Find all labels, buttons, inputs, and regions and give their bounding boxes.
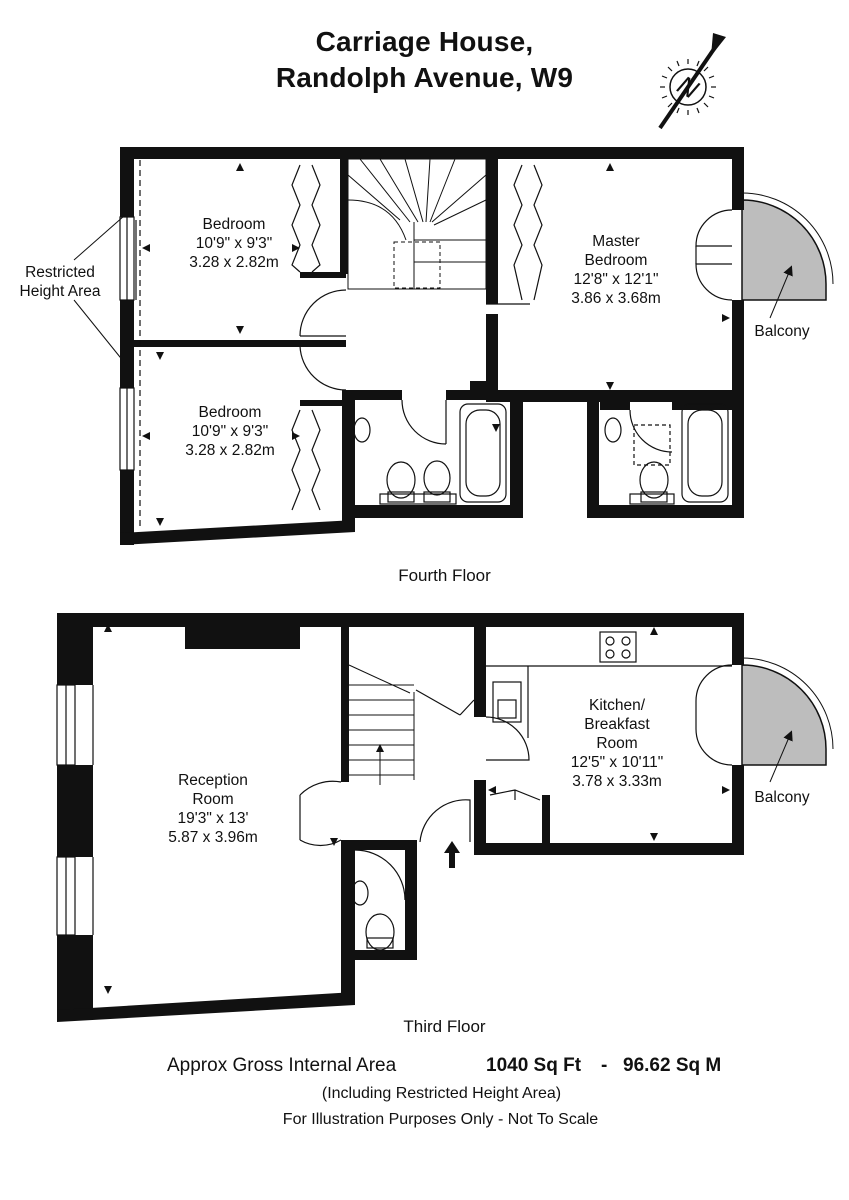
third-floor-plan xyxy=(56,613,834,1022)
room-label-bedroom-2: Bedroom 10'9" x 9'3" 3.28 x 2.82m xyxy=(185,403,275,460)
room-label-kitchen: Kitchen/ Breakfast Room 12'5" x 10'11" 3… xyxy=(571,696,663,791)
restricted-line-2: Height Area xyxy=(19,283,101,300)
room-name: Reception xyxy=(178,772,248,789)
balcony-label-fourth: Balcony xyxy=(754,323,810,340)
room-label-bedroom-1: Bedroom 10'9" x 9'3" 3.28 x 2.82m xyxy=(189,215,279,272)
room-label-master-bedroom: Master Bedroom 12'8" x 12'1" 3.86 x 3.68… xyxy=(571,232,661,308)
gross-area-sqft: 1040 Sq Ft xyxy=(486,1055,582,1076)
room-dimensions-metric: 3.28 x 2.82m xyxy=(189,254,279,271)
room-name: Kitchen/ xyxy=(588,697,646,714)
balcony-label-third: Balcony xyxy=(754,789,810,806)
gross-area-separator: - xyxy=(601,1055,608,1076)
gross-area-label: Approx Gross Internal Area xyxy=(167,1055,397,1076)
restricted-line-1: Restricted xyxy=(25,264,95,281)
room-dimensions-metric: 3.78 x 3.33m xyxy=(572,773,662,790)
area-note: (Including Restricted Height Area) xyxy=(321,1085,562,1102)
title-line-1: Carriage House, xyxy=(315,26,534,57)
room-name: Master xyxy=(592,233,640,250)
room-name: Bedroom xyxy=(198,404,262,421)
room-label-reception: Reception Room 19'3" x 13' 5.87 x 3.96m xyxy=(168,771,258,847)
room-name-line-3: Room xyxy=(596,735,638,752)
restricted-height-area-label: Restricted Height Area xyxy=(20,263,101,301)
room-name-line-2: Bedroom xyxy=(584,252,648,269)
fourth-floor-label: Fourth Floor xyxy=(398,566,491,585)
third-floor-label: Third Floor xyxy=(403,1017,486,1036)
room-dimensions-metric: 3.28 x 2.82m xyxy=(185,442,275,459)
room-dimensions-imperial: 10'9" x 9'3" xyxy=(191,423,269,440)
room-dimensions-metric: 5.87 x 3.96m xyxy=(168,829,258,846)
room-dimensions-imperial: 19'3" x 13' xyxy=(177,810,249,827)
room-dimensions-imperial: 12'8" x 12'1" xyxy=(573,271,659,288)
room-dimensions-imperial: 12'5" x 10'11" xyxy=(570,754,664,771)
room-name-line-2: Breakfast xyxy=(584,716,650,733)
room-dimensions-imperial: 10'9" x 9'3" xyxy=(195,235,273,252)
north-arrow-compass-icon: N xyxy=(658,33,726,130)
room-name: Bedroom xyxy=(202,216,266,233)
room-dimensions-metric: 3.86 x 3.68m xyxy=(571,290,661,307)
fourth-floor-plan xyxy=(73,147,834,545)
disclaimer: For Illustration Purposes Only - Not To … xyxy=(282,1111,599,1128)
gross-area-sqm: 96.62 Sq M xyxy=(623,1055,722,1076)
title-line-2: Randolph Avenue, W9 xyxy=(275,62,574,93)
room-name-line-2: Room xyxy=(192,791,234,808)
